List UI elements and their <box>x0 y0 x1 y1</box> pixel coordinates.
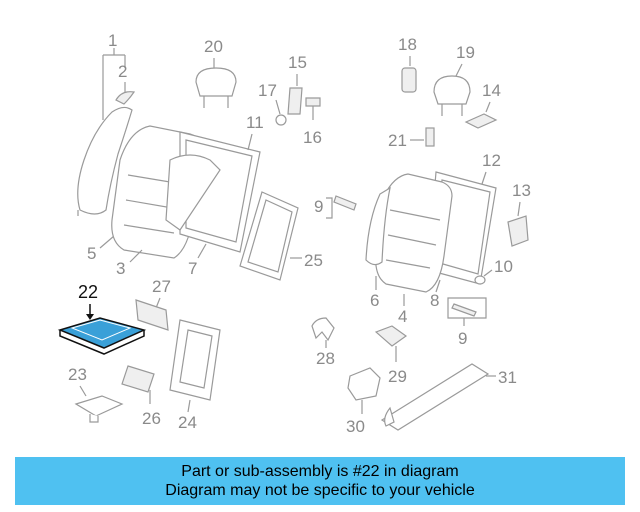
callout-28: 28 <box>316 349 335 368</box>
banner-line-2: Diagram may not be specific to your vehi… <box>165 482 475 499</box>
callout-20: 20 <box>204 37 223 56</box>
callout-21: 21 <box>388 131 407 150</box>
part-16-bolt <box>305 97 321 107</box>
callout-23: 23 <box>68 365 87 384</box>
part-10-clip <box>474 275 486 285</box>
callout-4: 4 <box>398 307 407 326</box>
part-20-headrest <box>195 67 237 97</box>
part-27-trim <box>135 299 169 331</box>
callout-1-leader <box>102 48 126 120</box>
callout-29: 29 <box>388 367 407 386</box>
part-13-bracket <box>507 215 529 247</box>
callout-1: 1 <box>108 31 117 50</box>
part-23-base <box>74 395 124 417</box>
part-14-clip <box>464 113 498 129</box>
part-19-headrest <box>433 75 471 105</box>
part-18-guide <box>401 67 417 93</box>
callout-6: 6 <box>370 291 379 310</box>
part-2-clip <box>115 91 136 105</box>
callout-16: 16 <box>303 128 322 147</box>
callout-31: 31 <box>498 368 517 387</box>
callout-27: 27 <box>152 277 171 296</box>
callout-12: 12 <box>482 151 501 170</box>
callout-25: 25 <box>304 251 323 270</box>
callout-17: 17 <box>258 81 277 100</box>
part-6-bolster <box>365 186 391 266</box>
part-9-bolt-upper <box>333 195 357 211</box>
part-30-hinge <box>347 367 381 401</box>
callout-10: 10 <box>494 257 513 276</box>
callout-7: 7 <box>188 259 197 278</box>
callout-15: 15 <box>288 53 307 72</box>
part-29-cover <box>374 325 408 347</box>
callout-9-lower: 9 <box>458 329 467 348</box>
callout-3: 3 <box>116 259 125 278</box>
part-15-guide <box>287 87 303 115</box>
info-banner: Part or sub-assembly is #22 in diagram D… <box>15 457 625 505</box>
callout-13: 13 <box>512 181 531 200</box>
part-4-backrest <box>375 173 453 293</box>
part-26-cover <box>121 365 155 393</box>
banner-line-1: Part or sub-assembly is #22 in diagram <box>181 463 459 480</box>
part-5-bolster <box>77 106 133 215</box>
callout-14: 14 <box>482 81 501 100</box>
callout-26: 26 <box>142 409 161 428</box>
part-22-heater-element <box>57 317 147 355</box>
part-21-bushing <box>425 127 435 147</box>
callout-22: 22 <box>78 282 98 302</box>
part-17-nut <box>275 114 287 126</box>
callout-24: 24 <box>178 413 197 432</box>
callout-11: 11 <box>246 113 264 132</box>
callout-18: 18 <box>398 35 417 54</box>
callout-19: 19 <box>456 43 475 62</box>
callout-9-upper: 9 <box>314 197 323 216</box>
callout-8: 8 <box>430 291 439 310</box>
parts-diagram: 1 2 5 3 7 11 20 17 15 16 25 27 22 <box>57 31 531 436</box>
part-31-armrest <box>380 363 490 431</box>
part-9-bolt-lower <box>451 303 477 317</box>
callout-2: 2 <box>118 62 127 81</box>
callout-30: 30 <box>346 417 365 436</box>
part-28-clip <box>311 317 335 342</box>
callout-5: 5 <box>87 244 96 263</box>
